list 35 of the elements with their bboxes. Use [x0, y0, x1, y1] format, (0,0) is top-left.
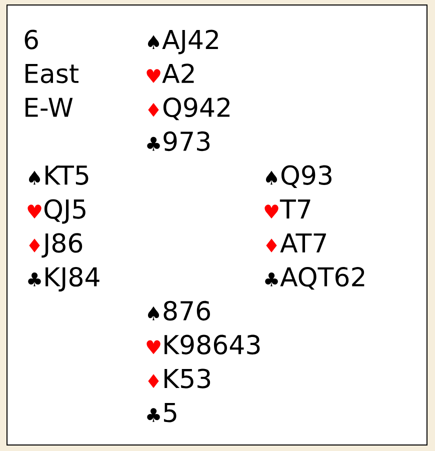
card-holding: AT7	[280, 233, 326, 252]
suit-symbol: ♠	[29, 170, 40, 185]
card-holding: AJ42	[162, 30, 218, 54]
card-holding: KT5	[46, 166, 88, 185]
suit-symbol: ♠	[148, 306, 160, 320]
suit-symbol: ♣	[265, 272, 278, 286]
suit-symbol: ♥	[146, 340, 160, 354]
card-holding: KJ84	[46, 267, 100, 292]
suit-symbol: ♦	[266, 238, 277, 252]
suit-symbol: ♥	[264, 204, 278, 218]
card-holding: K98643	[164, 334, 260, 354]
suit-symbol: ♠	[266, 170, 278, 185]
card-holding: QJ5	[44, 199, 86, 224]
card-holding: AQT62	[280, 267, 364, 290]
card-holding: Q93	[281, 165, 332, 188]
card-holding: 5	[164, 402, 176, 422]
suit-symbol: ♦	[29, 238, 40, 252]
card-holding: 973	[164, 131, 210, 152]
suit-symbol: ♣	[28, 272, 41, 286]
suit-symbol: ♦	[148, 102, 159, 117]
suit-symbol: ♣	[147, 136, 160, 151]
dealer-name: East	[26, 64, 78, 84]
vulnerability-label: E-W	[26, 98, 73, 117]
suit-symbol: ♣	[147, 408, 160, 422]
suit-symbol: ♠	[148, 35, 160, 49]
card-holding: A2	[162, 64, 194, 83]
card-holding: T7	[280, 200, 310, 218]
suit-symbol: ♥	[146, 69, 160, 83]
card-holding: Q942	[163, 98, 230, 120]
card-holding: 876	[164, 300, 210, 321]
board-number: 6	[24, 30, 38, 50]
suit-symbol: ♥	[28, 204, 42, 218]
suit-symbol: ♦	[148, 374, 159, 388]
card-holding: J86	[42, 233, 82, 258]
card-holding: K53	[164, 368, 210, 388]
